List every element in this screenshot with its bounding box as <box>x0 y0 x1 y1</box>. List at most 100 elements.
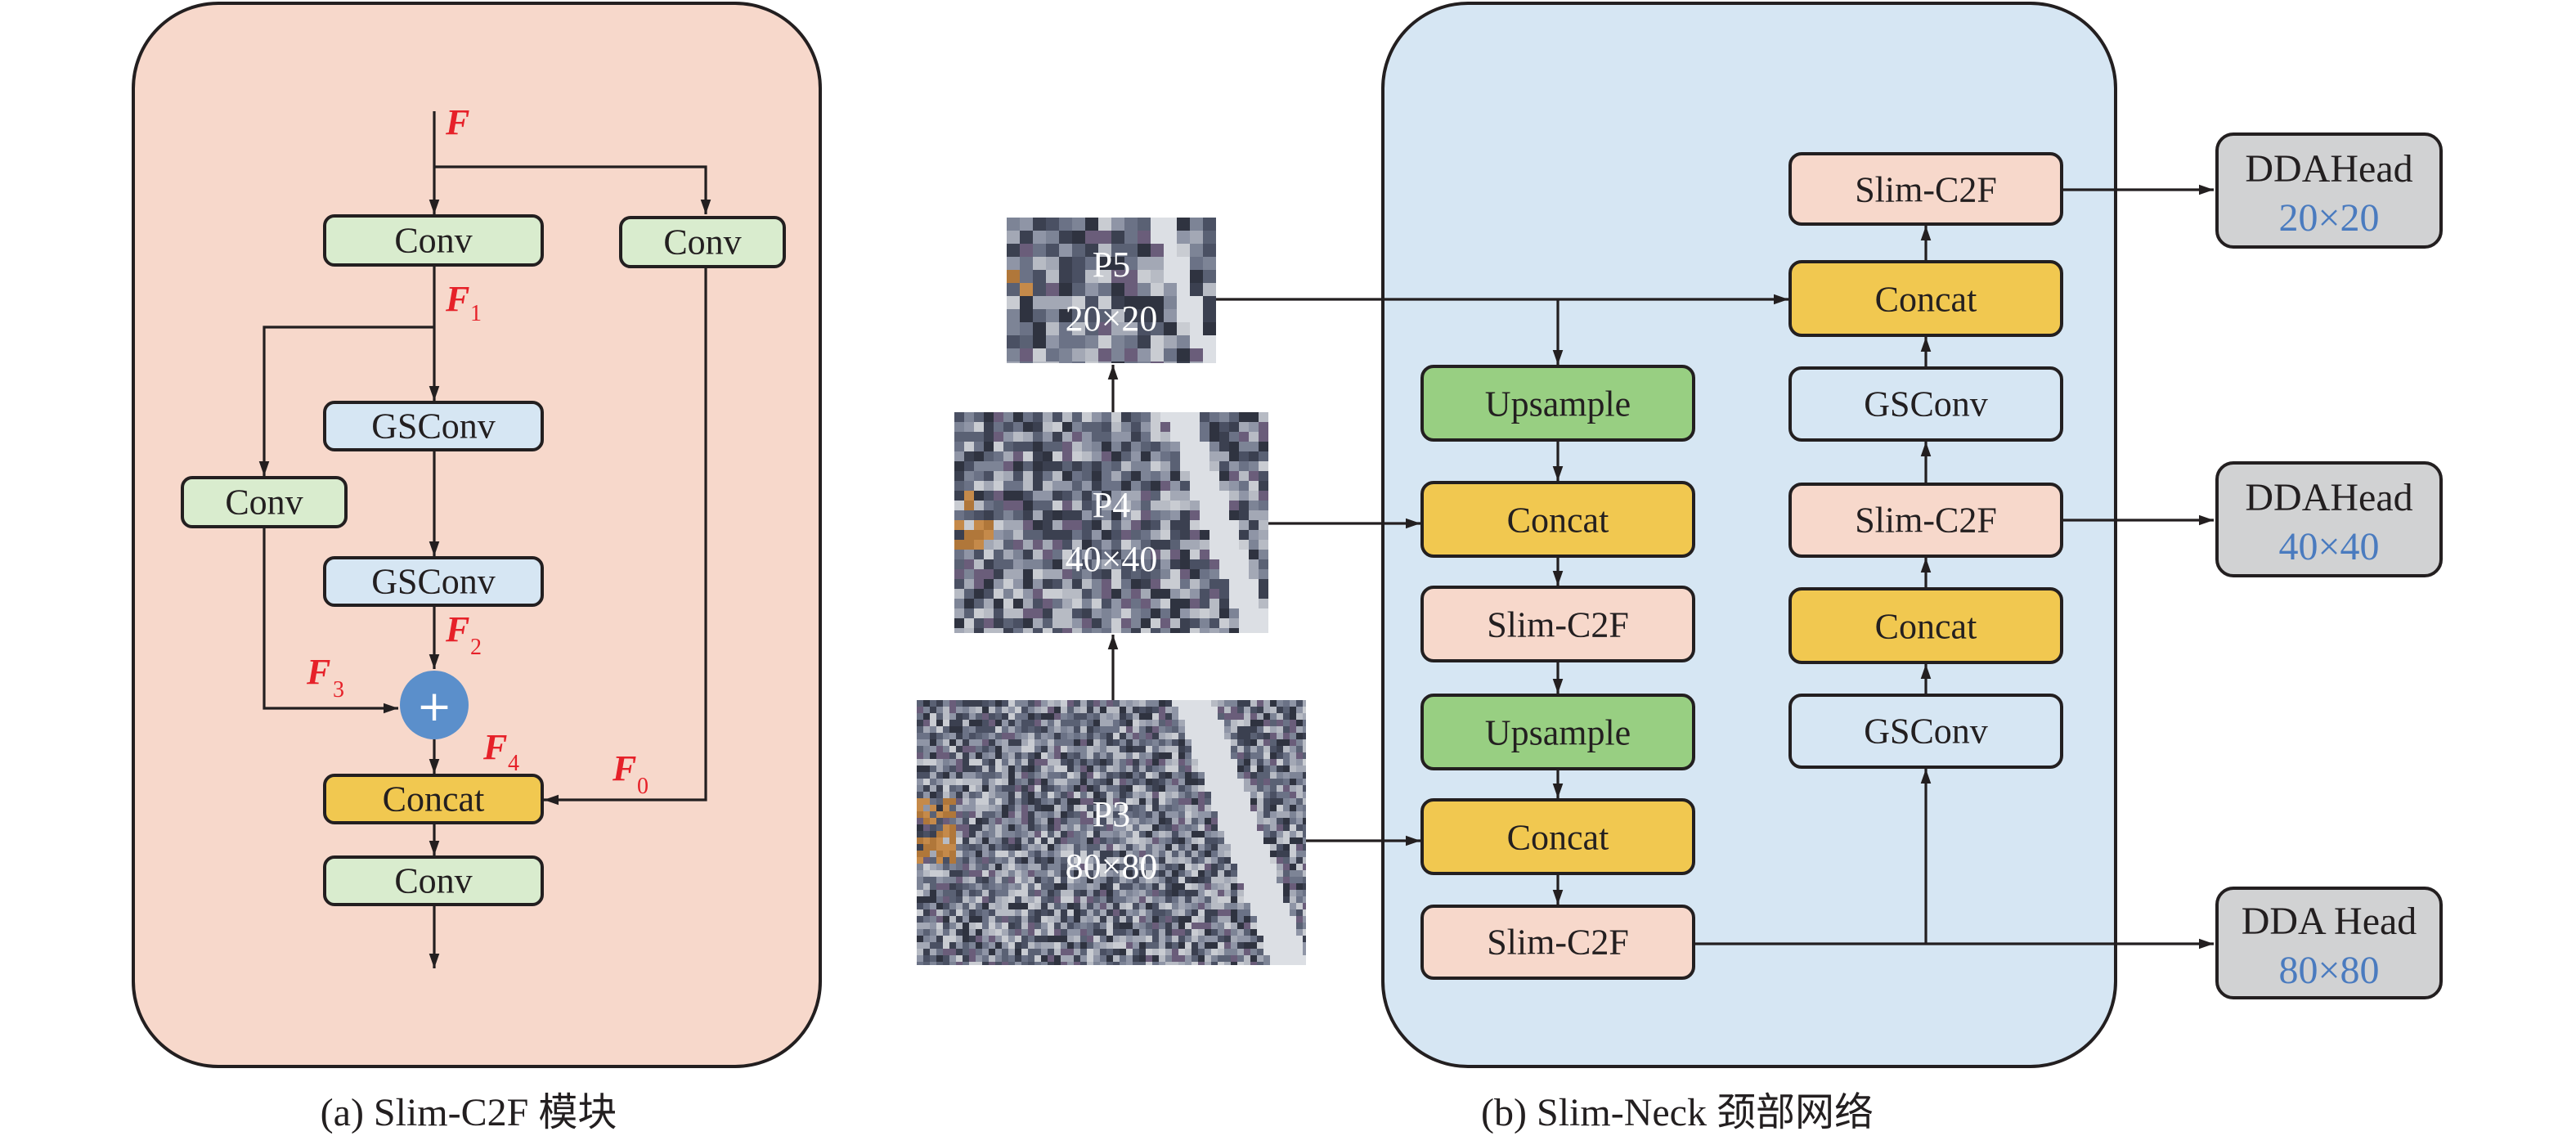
pixel <box>1072 422 1082 432</box>
pixel <box>1139 726 1146 733</box>
pixel <box>1080 707 1087 713</box>
pixel <box>1152 936 1159 942</box>
label-sub: 0 <box>637 774 648 799</box>
pixel <box>1015 877 1021 883</box>
pixel <box>1263 746 1270 752</box>
pixel <box>1085 218 1098 231</box>
pixel <box>1003 471 1013 481</box>
feature-map-name: P5 <box>1093 245 1130 285</box>
pixel <box>1106 772 1113 779</box>
pixel <box>1270 837 1277 844</box>
block-concat-1[interactable]: Concat <box>1420 481 1695 558</box>
pixel <box>1151 461 1160 471</box>
block-gsconv-1[interactable]: GSConv <box>323 401 544 451</box>
pixel <box>1133 844 1139 851</box>
pixel <box>989 752 995 759</box>
pixel <box>943 785 949 792</box>
pixel <box>1072 481 1082 491</box>
pixel <box>1126 752 1133 759</box>
pixel <box>1015 798 1021 805</box>
block-conv-left[interactable]: Conv <box>181 476 348 528</box>
block-gsconv-2[interactable]: GSConv <box>323 556 544 607</box>
pixel <box>1106 870 1113 877</box>
pixel <box>1290 903 1296 909</box>
block-upsample-2[interactable]: Upsample <box>1420 694 1695 770</box>
pixel <box>1211 752 1218 759</box>
pixel <box>1043 510 1052 520</box>
pixel <box>1052 510 1062 520</box>
pixel <box>1290 851 1296 857</box>
pixel <box>1033 296 1046 309</box>
pixel <box>949 844 956 851</box>
pixel <box>1098 361 1111 363</box>
block-slim-c2f-mid[interactable]: Slim-C2F <box>1788 483 2063 558</box>
pixel <box>1218 929 1224 936</box>
block-concat-2[interactable]: Concat <box>1420 798 1695 875</box>
pixel <box>1224 942 1231 949</box>
pixel <box>1296 936 1303 942</box>
block-conv-out[interactable]: Conv <box>323 855 544 906</box>
pixel <box>1133 929 1139 936</box>
pixel <box>1080 766 1087 772</box>
pixel <box>1190 569 1200 579</box>
pixel <box>956 785 963 792</box>
block-slim-c2f-1[interactable]: Slim-C2F <box>1420 586 1695 662</box>
pixel <box>923 733 930 739</box>
pixel <box>982 870 989 877</box>
pixel <box>917 903 923 909</box>
block-gsconv-top[interactable]: GSConv <box>1788 366 2063 442</box>
block-slim-c2f-top[interactable]: Slim-C2F <box>1788 152 2063 226</box>
pixel <box>1139 864 1146 870</box>
pixel <box>1290 936 1296 942</box>
head-20[interactable]: DDAHead 20×20 <box>2215 132 2443 249</box>
pixel <box>1224 785 1231 792</box>
pixel <box>1046 231 1059 244</box>
pixel <box>1048 811 1054 818</box>
pixel <box>1185 766 1192 772</box>
label-sub: 1 <box>470 301 482 326</box>
pixel <box>1023 569 1033 579</box>
pixel <box>989 739 995 746</box>
pixel <box>1048 818 1054 824</box>
pixel <box>936 726 943 733</box>
pixel <box>1151 309 1164 322</box>
pixel <box>956 962 963 965</box>
pixel <box>995 746 1002 752</box>
pixel <box>1041 805 1048 811</box>
pixel <box>984 530 994 540</box>
block-concat-mid[interactable]: Concat <box>1788 587 2063 664</box>
pixel <box>1190 244 1203 257</box>
pixel <box>1198 779 1205 785</box>
head-80[interactable]: DDA Head 80×80 <box>2215 887 2443 999</box>
pixel <box>1126 824 1133 831</box>
block-conv-side[interactable]: Conv <box>619 216 786 268</box>
pixel <box>1046 309 1059 322</box>
pixel <box>923 955 930 962</box>
block-concat-top[interactable]: Concat <box>1788 260 2063 337</box>
pixel <box>1250 766 1257 772</box>
pixel <box>1178 916 1185 923</box>
pixel <box>1067 903 1074 909</box>
pixel <box>1126 870 1133 877</box>
pixel <box>1296 962 1303 965</box>
block-upsample-1[interactable]: Upsample <box>1420 365 1695 442</box>
pixel <box>994 461 1003 471</box>
block-slim-c2f-2[interactable]: Slim-C2F <box>1420 905 1695 980</box>
head-40[interactable]: DDAHead 40×40 <box>2215 461 2443 577</box>
pixel <box>1098 244 1111 257</box>
pixel <box>982 707 989 713</box>
pixel <box>1093 739 1100 746</box>
block-gsconv-bottom[interactable]: GSConv <box>1788 694 2063 769</box>
pixel <box>1237 929 1244 936</box>
pixel <box>1093 707 1100 713</box>
pixel <box>1185 923 1192 929</box>
pixel <box>1054 883 1061 890</box>
block-conv-main[interactable]: Conv <box>323 214 544 267</box>
pixel <box>917 785 923 792</box>
pixel <box>1192 909 1198 916</box>
pixel <box>1041 896 1048 903</box>
pixel <box>1290 890 1296 896</box>
pixel <box>1209 540 1219 550</box>
pixel <box>1100 916 1106 923</box>
block-concat[interactable]: Concat <box>323 774 544 824</box>
